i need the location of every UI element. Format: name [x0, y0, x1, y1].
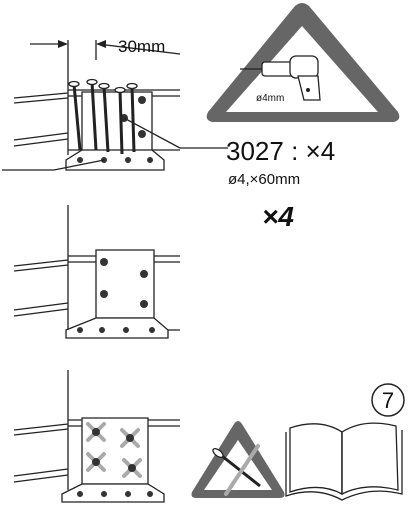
repeat-count-label: ×4: [262, 201, 294, 232]
part-spec-label: ø4,×60mm: [228, 171, 300, 188]
manual-book-icon: [285, 422, 403, 501]
screw-icon: [68, 78, 138, 155]
dimension-arrow: [30, 40, 181, 60]
no-screwdriver-sign: [191, 421, 285, 498]
screw-heads: [77, 428, 153, 497]
part-code-label: 3027 : ×4: [226, 136, 335, 166]
drill-warning-sign: ø4mm: [206, 3, 400, 122]
page-number: 7: [382, 388, 394, 413]
panel-3-screws-inserted: [13, 370, 180, 503]
page-number-badge: 7: [371, 383, 405, 417]
dimension-label: 30mm: [118, 37, 165, 56]
panel-1-screw-bracket: 30mm: [2, 37, 228, 171]
bracket-holes: [77, 96, 153, 163]
panel-2-bracket-position: [13, 205, 180, 339]
drill-bit-label: ø4mm: [256, 93, 284, 104]
bracket-holes: [77, 258, 155, 333]
drill-icon: [240, 55, 321, 101]
